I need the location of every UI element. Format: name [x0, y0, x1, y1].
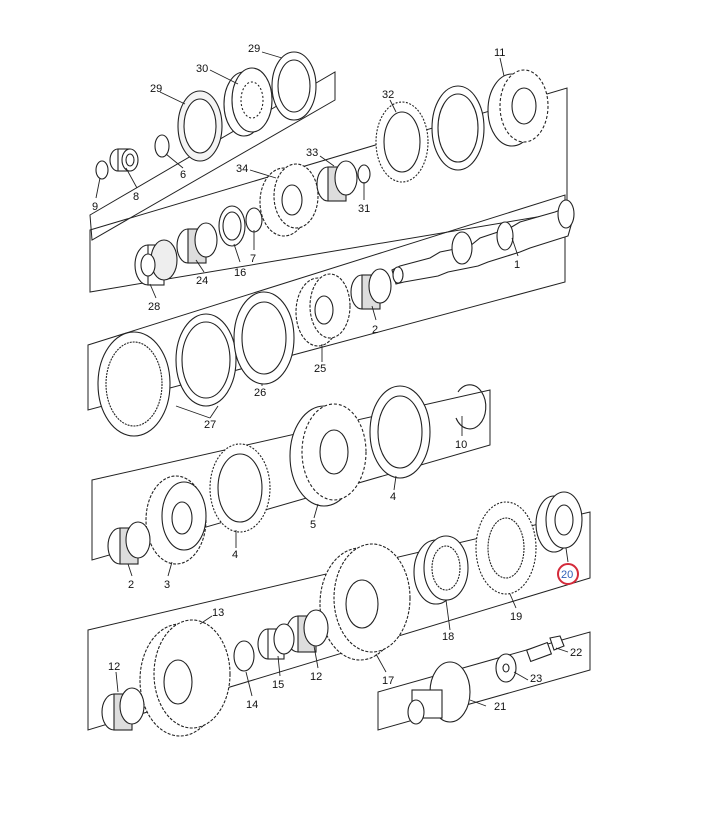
- part-12-needle-bearing-left: [101, 687, 145, 731]
- part-29-synchro-ring-left: [177, 90, 223, 162]
- part-22-bolt: [525, 635, 565, 663]
- callout-7: 7: [250, 253, 256, 265]
- part-6-ring: [154, 134, 170, 158]
- callout-2a: 2: [372, 324, 378, 336]
- callout-23: 23: [530, 673, 542, 685]
- part-26-synchro-ring: [233, 291, 295, 385]
- callout-8: 8: [133, 191, 139, 203]
- callout-12a: 12: [310, 671, 322, 683]
- part-27-ring-right: [175, 313, 237, 407]
- part-30-clutch-hub: [223, 67, 273, 137]
- callout-4b: 4: [232, 549, 238, 561]
- callout-18: 18: [442, 631, 454, 643]
- part-27-ring-gear-left: [97, 331, 171, 437]
- callout-11: 11: [494, 47, 505, 59]
- part-4-synchro-ring-lower: [209, 443, 271, 533]
- part-20-ball-bearing: [535, 491, 583, 553]
- callout-33: 33: [306, 147, 318, 159]
- callout-29a: 29: [150, 83, 162, 95]
- part-24-needle-bearing: [176, 222, 218, 264]
- callout-34: 34: [236, 163, 248, 175]
- part-21-output-flange: [407, 661, 471, 725]
- callout-3: 3: [164, 579, 170, 591]
- part-3-gear: [145, 475, 207, 565]
- callout-21: 21: [494, 701, 506, 713]
- part-19-ring-gear: [475, 501, 537, 595]
- callout-22: 22: [570, 647, 582, 659]
- part-8-hub: [109, 148, 139, 172]
- callout-5: 5: [310, 519, 316, 531]
- part-2-needle-bearing-lower: [107, 521, 151, 565]
- callout-26: 26: [254, 387, 266, 399]
- callout-24: 24: [196, 275, 208, 287]
- assembly-frame-middle: [87, 194, 566, 411]
- callout-31: 31: [358, 203, 370, 215]
- part-15-sleeve: [257, 623, 295, 660]
- part-10-circlip: [455, 384, 487, 430]
- callout-13: 13: [212, 607, 224, 619]
- callout-32: 32: [382, 89, 394, 101]
- callout-1: 1: [514, 259, 520, 271]
- part-31-ring: [357, 164, 371, 184]
- callout-30: 30: [196, 63, 208, 75]
- part-17-large-gear: [319, 543, 411, 661]
- part-34-helical-gear: [259, 163, 319, 237]
- callout-12b: 12: [108, 661, 120, 673]
- callout-20-highlight-ring: [557, 563, 579, 585]
- part-9-snap-ring: [95, 160, 109, 180]
- part-4-synchro-ring-upper: [369, 385, 431, 479]
- part-23-washer: [495, 653, 517, 683]
- part-1-main-shaft: [391, 199, 575, 285]
- part-2-needle-bearing-upper: [350, 268, 392, 310]
- callout-16: 16: [234, 267, 246, 279]
- callout-28: 28: [148, 301, 160, 313]
- part-12-needle-bearing-right: [285, 609, 329, 653]
- part-7-ring: [245, 207, 263, 233]
- callout-15: 15: [272, 679, 284, 691]
- part-5-synchro-hub: [289, 403, 367, 507]
- callout-19: 19: [510, 611, 522, 623]
- callout-14: 14: [246, 699, 258, 711]
- callout-25: 25: [314, 363, 326, 375]
- callout-29b: 29: [248, 43, 260, 55]
- part-29-synchro-ring-right: [271, 51, 317, 121]
- callout-6: 6: [180, 169, 186, 181]
- part-33-needle-bearing: [316, 160, 358, 202]
- leader-lines: [95, 51, 569, 707]
- part-11-synchro-hub: [487, 69, 549, 147]
- callout-2b: 2: [128, 579, 134, 591]
- callout-4a: 4: [390, 491, 396, 503]
- assembly-frame-bottom-right: [377, 631, 591, 731]
- part-14-ring: [233, 640, 255, 672]
- part-13-large-gear: [139, 619, 231, 737]
- callout-10: 10: [455, 439, 467, 451]
- callout-27: 27: [204, 419, 216, 431]
- callout-labels: 1 2 2 3 4 4 5 6 7 8 9 10 11 12 12 13 14 …: [92, 43, 582, 713]
- part-18-collar: [413, 535, 469, 605]
- callout-9: 9: [92, 201, 98, 213]
- part-25-helical-gear: [295, 273, 351, 347]
- callout-17: 17: [382, 675, 394, 687]
- part-16-ring: [218, 205, 246, 247]
- synchro-sleeve: [431, 85, 485, 171]
- callout-20: 20: [561, 569, 573, 581]
- part-32-synchro-ring: [375, 101, 429, 183]
- part-28-needle-bearing: [134, 239, 178, 286]
